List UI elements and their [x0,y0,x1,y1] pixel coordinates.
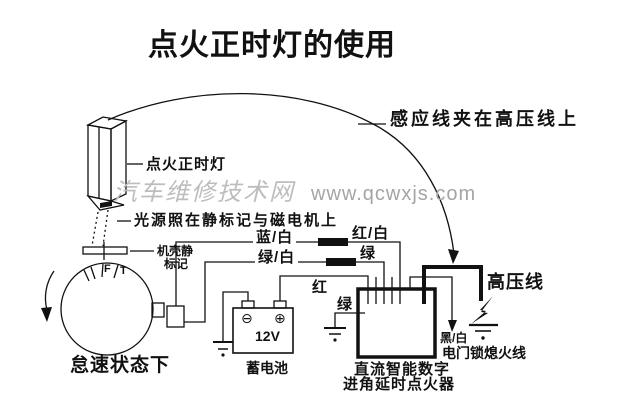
watermark-url: www.qcwxjs.com [311,183,477,205]
battery-voltage: 12V [255,328,280,344]
label-high-voltage-wire: 高压线 [487,272,544,292]
black-white-arrow [409,276,457,332]
watermark: 汽车维修技术网 www.qcwxjs.com [113,172,476,207]
label-case-mark-line2: 标记 [164,257,189,271]
label-igniter-line1: 直流智能数字 [354,361,451,378]
label-induction-clip: 感应线夹在高压线上 [390,109,579,129]
light-beam [91,209,109,247]
high-voltage-wire-line [422,265,483,304]
timing-light-device [86,116,128,211]
watermark-site-name: 汽车维修技术网 [113,179,295,206]
wire-blue-white [175,238,401,306]
green-ground-icon [324,312,365,342]
wire-label-red: 红 [312,279,329,296]
rotation-arrow [41,270,55,322]
battery-negative-terminal: ⊖ [241,310,253,326]
battery-symbol [232,300,294,354]
pickup-connector [151,302,185,328]
igniter-box [356,277,437,359]
label-connector-dashes [117,123,386,252]
label-battery: 蓄电池 [246,360,288,376]
label-case-mark-line1: 机壳静 [157,244,194,258]
wire-label-red-white: 红/白 [352,225,390,242]
page-title: 点火正时灯的使用 [148,29,396,62]
flywheel-mark-f: F [104,263,111,275]
wire-label-blue-white: 蓝/白 [256,229,294,246]
wire-label-green-white: 绿/白 [258,249,296,266]
label-kill-wire: 电门锁熄火线 [442,345,526,361]
induction-curve-arrow [107,92,459,264]
wire-label-green-top: 绿 [360,245,377,262]
label-idle-state: 怠速状态下 [70,355,171,376]
label-igniter-line2: 进角延时点火器 [343,376,456,393]
flywheel [60,262,154,356]
wire-label-green-bottom: 绿 [337,296,354,313]
battery-ground-icon [213,291,249,357]
battery-positive-terminal: ⊕ [274,310,286,326]
flywheel-mark-t: T [120,265,127,277]
lightning-icon [469,296,498,340]
label-light-source: 光源照在静标记与磁电机上 [134,212,339,229]
static-mark-plate [82,242,128,260]
label-black-white-wire: 黑/白 [440,331,468,345]
label-timing-light: 点火正时灯 [146,156,227,173]
